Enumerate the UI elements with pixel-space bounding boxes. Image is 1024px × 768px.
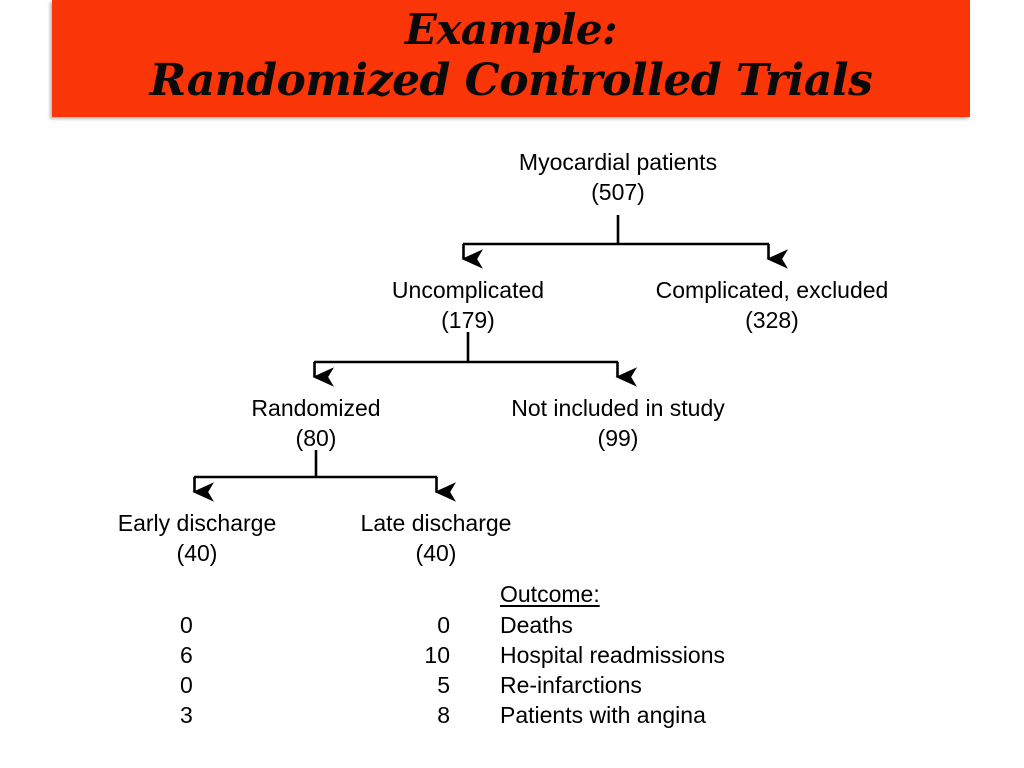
slide-title-line-1: Example: xyxy=(404,5,618,54)
flow-node-count: (40) xyxy=(176,540,218,566)
flow-node-early-discharge: Early discharge (40) xyxy=(118,508,277,568)
flow-node-label: Uncomplicated xyxy=(391,277,545,303)
outcome-table-header: Outcome: xyxy=(500,581,600,607)
title-banner: Example: Randomized Controlled Trials xyxy=(52,0,970,117)
flow-node-count: (328) xyxy=(745,307,799,333)
flow-node-myocardial-patients: Myocardial patients (507) xyxy=(519,147,717,207)
outcome-table-header-row: Outcome: xyxy=(180,580,780,610)
rct-flowchart: Myocardial patients (507) Uncomplicated … xyxy=(0,117,1024,768)
flow-node-count: (80) xyxy=(295,425,337,451)
outcome-name: Re-infarctions xyxy=(500,672,642,698)
slide-title-line-2: Randomized Controlled Trials xyxy=(149,55,873,106)
table-row: 0 0 Deaths xyxy=(180,610,780,640)
flow-node-randomized: Randomized (80) xyxy=(251,393,380,453)
outcome-late-value: 8 xyxy=(437,702,450,728)
outcome-name: Patients with angina xyxy=(500,702,706,728)
flow-node-label: Early discharge xyxy=(117,510,277,536)
outcome-late-value: 0 xyxy=(437,612,450,638)
outcome-late-value: 10 xyxy=(424,642,450,668)
outcome-early-value: 3 xyxy=(180,702,193,728)
table-row: 6 10 Hospital readmissions xyxy=(180,640,780,670)
outcome-name: Hospital readmissions xyxy=(500,642,725,668)
flow-node-uncomplicated: Uncomplicated (179) xyxy=(392,275,544,335)
flow-node-label: Late discharge xyxy=(360,510,512,536)
flowchart-connectors xyxy=(192,215,788,502)
outcome-table: Outcome: 0 0 Deaths 6 10 Hospital readmi… xyxy=(180,580,780,730)
flow-node-label: Randomized xyxy=(251,395,381,421)
flow-node-count: (507) xyxy=(591,179,645,205)
flow-node-count: (40) xyxy=(415,540,457,566)
flow-node-not-included-in-study: Not included in study (99) xyxy=(511,393,725,453)
outcome-early-value: 0 xyxy=(180,672,193,698)
flow-node-complicated-excluded: Complicated, excluded (328) xyxy=(656,275,889,335)
flow-node-count: (179) xyxy=(441,307,495,333)
outcome-early-value: 6 xyxy=(180,642,193,668)
outcome-late-value: 5 xyxy=(437,672,450,698)
outcome-name: Deaths xyxy=(500,612,573,638)
table-row: 3 8 Patients with angina xyxy=(180,700,780,730)
outcome-early-value: 0 xyxy=(180,612,193,638)
flow-node-label: Myocardial patients xyxy=(518,149,718,175)
table-row: 0 5 Re-infarctions xyxy=(180,670,780,700)
flow-node-label: Complicated, excluded xyxy=(655,277,889,303)
flow-node-count: (99) xyxy=(597,425,639,451)
flow-node-label: Not included in study xyxy=(511,395,725,421)
flow-node-late-discharge: Late discharge (40) xyxy=(361,508,512,568)
